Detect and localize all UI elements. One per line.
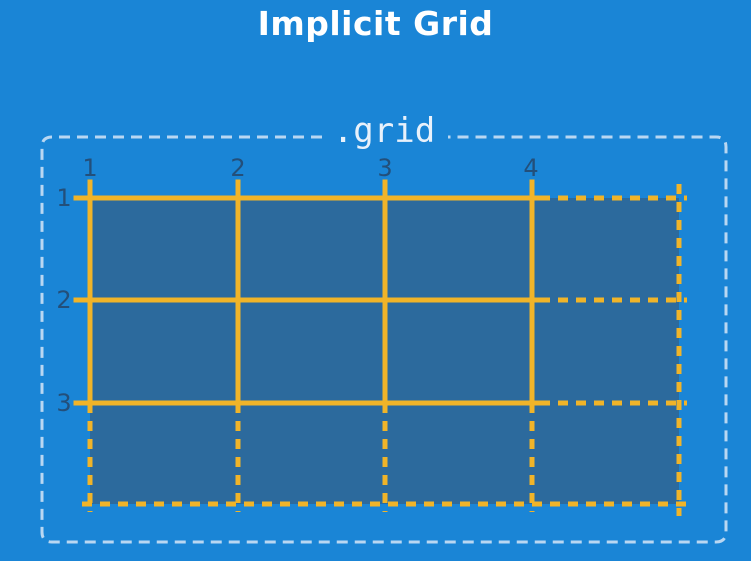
grid-container-outline — [40, 135, 728, 544]
explicit-grid-cell — [385, 300, 532, 403]
implicit-grid-cell — [385, 403, 532, 504]
diagram-title: Implicit Grid — [257, 4, 494, 43]
implicit-grid-cell — [532, 403, 679, 504]
row-line-number: 3 — [56, 389, 71, 417]
implicit-grid-cell — [532, 198, 679, 300]
explicit-grid-cell — [90, 198, 238, 300]
implicit-grid-cell — [238, 403, 385, 504]
explicit-grid-cell — [385, 198, 532, 300]
column-line-number: 4 — [523, 154, 538, 182]
explicit-grid-cell — [238, 300, 385, 403]
implicit-grid-cell — [90, 403, 238, 504]
grid-container-label: .grid — [333, 111, 435, 151]
column-line-number: 1 — [82, 154, 97, 182]
row-line-number: 1 — [56, 184, 71, 212]
row-line-number: 2 — [56, 286, 71, 314]
explicit-grid-cell — [238, 198, 385, 300]
implicit-grid-cell — [532, 300, 679, 403]
column-line-number: 2 — [230, 154, 245, 182]
explicit-grid-cell — [90, 300, 238, 403]
column-line-number: 3 — [377, 154, 392, 182]
